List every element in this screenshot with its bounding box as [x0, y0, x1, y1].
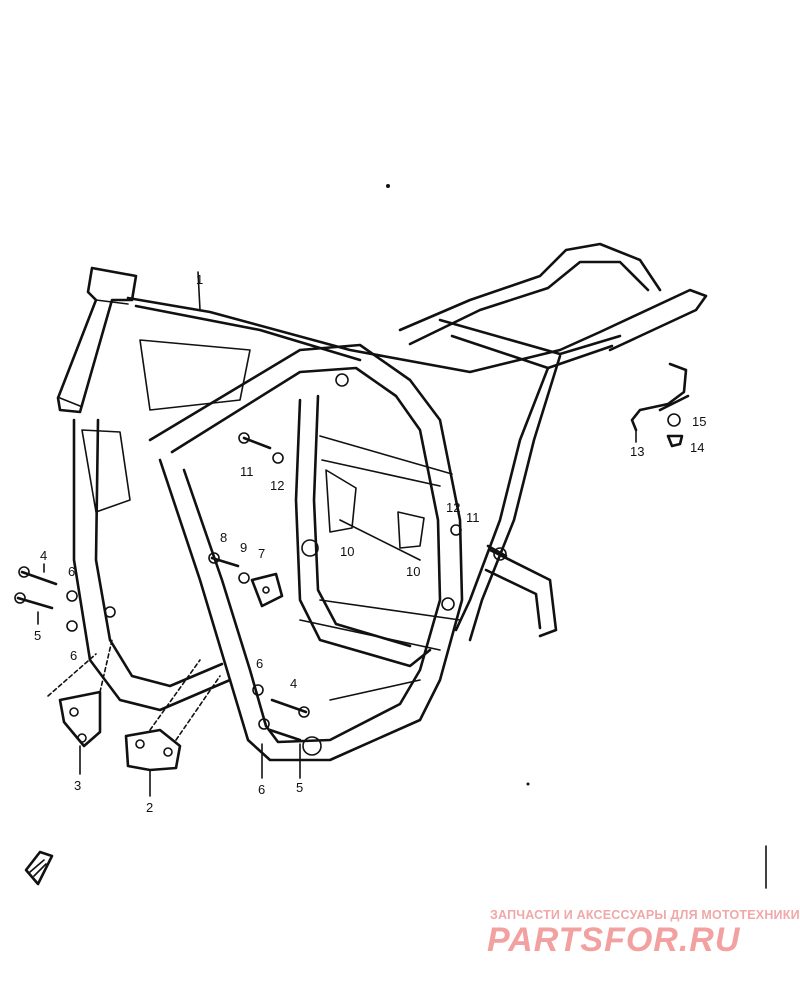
part-number-10: 10: [340, 544, 354, 559]
part-number-11: 11: [466, 510, 480, 525]
bolt-group-left: [14, 563, 78, 632]
engine-mount-bracket-2: [124, 659, 221, 797]
watermark-brand: PARTSFOR.RU: [487, 921, 741, 959]
part-number-5: 5: [296, 780, 303, 795]
part-number-12: 12: [446, 500, 460, 515]
part-number-labels: 1 2 3 4 4 5 5 6 6 6 6 7 8 9 10 10 11 11 …: [34, 272, 706, 815]
part-number-6: 6: [256, 656, 263, 671]
part-number-1: 1: [196, 272, 203, 287]
bolt-group-11-12-left: [238, 432, 284, 464]
part-number-10: 10: [406, 564, 420, 579]
speck: [526, 782, 530, 786]
part-number-6: 6: [70, 648, 77, 663]
direction-arrow-icon: [24, 850, 54, 886]
speck: [386, 184, 390, 188]
part-number-11: 11: [240, 464, 254, 479]
part-number-8: 8: [220, 530, 227, 545]
bolt-group-middle: [208, 552, 284, 608]
part-number-6: 6: [68, 564, 75, 579]
part-number-15: 15: [692, 414, 706, 429]
part-number-5: 5: [34, 628, 41, 643]
engine-mount-bracket-3: [47, 639, 113, 775]
part-number-7: 7: [258, 546, 265, 561]
part-number-3: 3: [74, 778, 81, 793]
part-number-9: 9: [240, 540, 247, 555]
motorcycle-frame: [56, 242, 708, 762]
rear-bracket-group: [630, 362, 690, 448]
part-number-12: 12: [270, 478, 284, 493]
bolt-group-11-12-right: [450, 524, 508, 561]
leader-line: [197, 271, 201, 311]
part-number-13: 13: [630, 444, 644, 459]
part-number-6: 6: [258, 782, 265, 797]
bolt-group-lower: [252, 684, 310, 779]
part-number-4: 4: [290, 676, 297, 691]
part-number-2: 2: [146, 800, 153, 815]
part-number-14: 14: [690, 440, 704, 455]
watermark-tagline: ЗАПЧАСТИ И АКСЕССУАРЫ ДЛЯ МОТОТЕХНИКИ: [490, 908, 800, 922]
part-number-4: 4: [40, 548, 47, 563]
